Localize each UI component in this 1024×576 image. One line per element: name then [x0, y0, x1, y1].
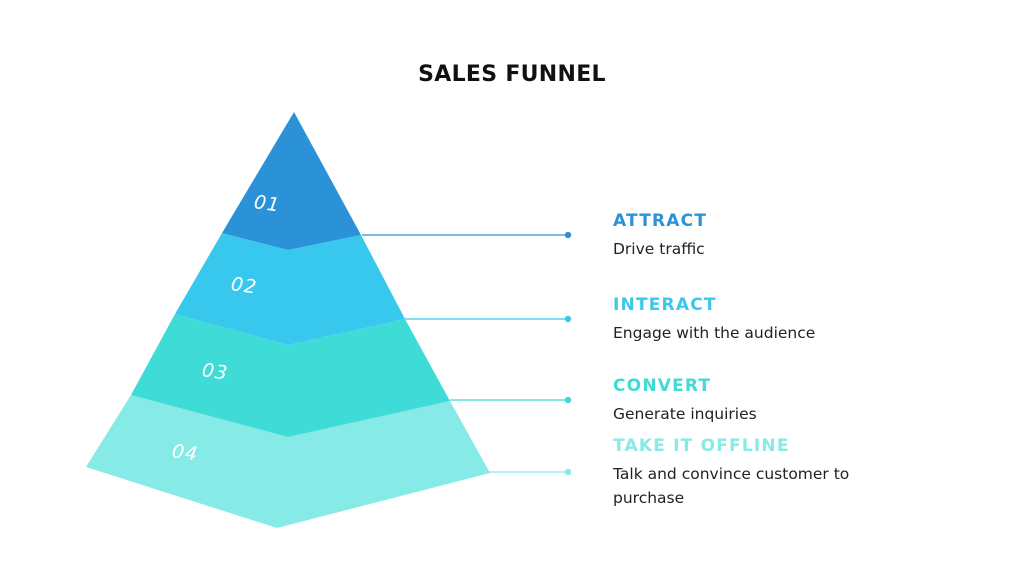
stage-description: Engage with the audience [613, 324, 816, 342]
stage-number-2: 02 [230, 273, 259, 298]
stage-name: ATTRACT [613, 211, 708, 231]
funnel-layer-4 [86, 395, 490, 528]
stage-item-attract: ATTRACT Drive traffic [613, 211, 913, 261]
stage-number-1: 01 [253, 191, 282, 216]
stage-description: Drive traffic [613, 240, 705, 258]
connector-dot-1 [564, 231, 572, 239]
connector-dot-4 [564, 468, 572, 476]
page-title: SALES FUNNEL [418, 62, 606, 87]
connector-dot-3 [564, 396, 572, 404]
funnel-layer-2 [175, 233, 405, 345]
stage-number-3: 03 [201, 359, 230, 384]
stage-name: INTERACT [613, 295, 717, 315]
funnel-layer-1 [222, 112, 361, 250]
connector-dot-2 [564, 315, 572, 323]
stage-description: Generate inquiries [613, 405, 757, 423]
stage-number-4: 04 [171, 440, 200, 465]
funnel-layer-3 [131, 314, 450, 437]
stage-item-interact: INTERACT Engage with the audience [613, 295, 913, 345]
stage-description: Talk and convince customer to purchase [613, 465, 850, 507]
stage-name: CONVERT [613, 376, 712, 396]
stage-item-take-it-offline: TAKE IT OFFLINE Talk and convince custom… [613, 436, 913, 510]
stage-item-convert: CONVERT Generate inquiries [613, 376, 913, 426]
stage-name: TAKE IT OFFLINE [613, 436, 790, 456]
